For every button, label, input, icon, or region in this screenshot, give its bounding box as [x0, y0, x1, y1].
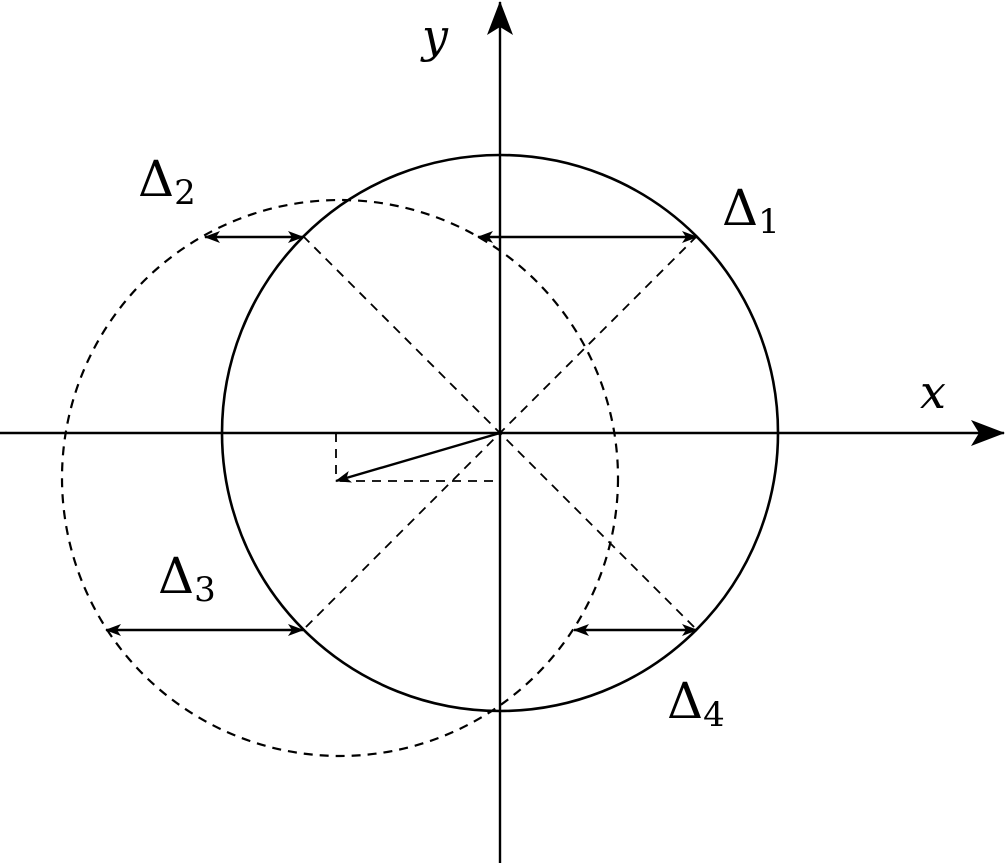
delta-4-label: Δ4 [667, 672, 725, 735]
delta-3-symbol: Δ [158, 547, 194, 605]
delta-2-subscript: 2 [174, 173, 196, 213]
delta-4-subscript: 4 [703, 695, 725, 735]
delta-4-symbol: Δ [667, 672, 703, 730]
displacement-vector-arrow [335, 431, 501, 483]
delta-2-label: Δ2 [138, 150, 196, 213]
displaced-circle [60, 198, 620, 758]
y-axis-label: y [420, 9, 449, 63]
nominal-circle [220, 153, 780, 713]
delta-1-label: Δ1 [722, 179, 780, 242]
delta-1-subscript: 1 [758, 202, 780, 242]
delta-3-label: Δ3 [158, 547, 216, 610]
x-axis-label: x [920, 365, 946, 419]
delta-2-symbol: Δ [138, 150, 174, 208]
delta-1-symbol: Δ [722, 179, 758, 237]
delta-3-subscript: 3 [194, 570, 216, 610]
